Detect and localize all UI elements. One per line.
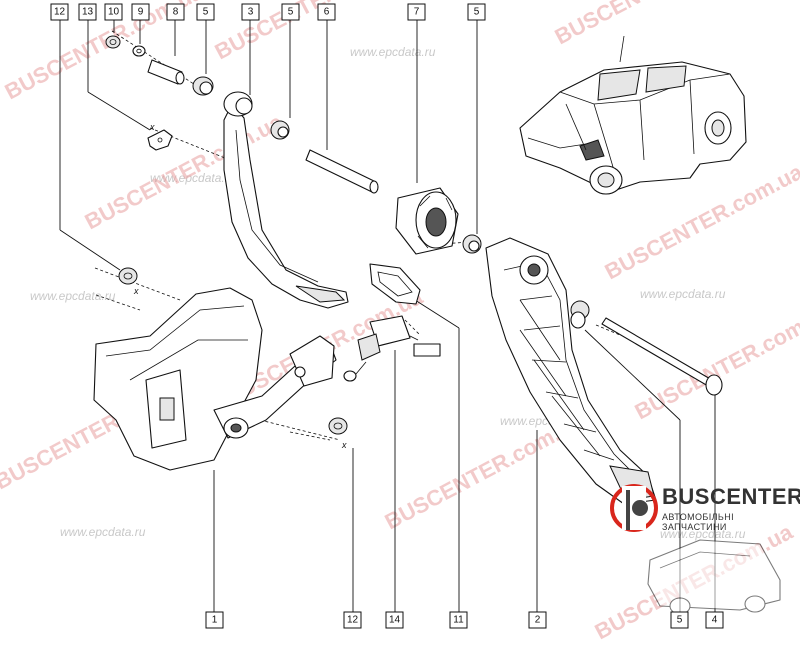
van-illustration <box>647 539 781 615</box>
nut-part-10 <box>105 35 121 49</box>
axis-x-mark: x <box>149 122 155 132</box>
watermark-grey: www.epcdata.ru <box>660 527 746 541</box>
callout-labels: 12 13 10 9 8 5 3 5 6 7 5 1 12 14 11 2 5 … <box>50 3 724 629</box>
pedal-pad-part-11 <box>369 263 421 305</box>
nut-part-12-lower <box>328 417 348 435</box>
connector-plug <box>409 335 441 357</box>
svg-text:10: 10 <box>108 7 120 18</box>
brand-logo-subtitle: АВТОМОБІЛЬНІ ЗАПЧАСТИНИ <box>662 512 735 532</box>
nut-part-12-upper <box>118 267 138 285</box>
brand-logo-text: BUSCENTER <box>662 484 800 509</box>
callout-11: 11 <box>449 611 468 629</box>
svg-text:5: 5 <box>288 7 294 18</box>
axis-x-mark: x <box>341 440 347 450</box>
svg-text:12: 12 <box>54 7 66 18</box>
callout-12: 12 <box>50 3 69 21</box>
callout-8: 8 <box>166 3 185 21</box>
svg-text:12: 12 <box>347 615 359 626</box>
svg-text:14: 14 <box>389 615 401 626</box>
svg-text:3: 3 <box>248 7 254 18</box>
svg-text:5: 5 <box>474 7 480 18</box>
callout-5: 5 <box>196 3 215 21</box>
callout-3: 3 <box>241 3 260 21</box>
callout-5: 5 <box>467 3 486 21</box>
buscenter-logo-mark <box>610 484 658 532</box>
clip-part-13 <box>147 129 173 151</box>
callout-12: 12 <box>343 611 362 629</box>
callout-5: 5 <box>281 3 300 21</box>
callout-13: 13 <box>78 3 97 21</box>
callout-1: 1 <box>205 611 224 629</box>
vehicle-thumbnail <box>519 35 747 195</box>
svg-text:1: 1 <box>212 615 218 626</box>
svg-text:2: 2 <box>535 615 541 626</box>
watermark-grey: www.epcdata.ru <box>30 289 116 303</box>
svg-text:5: 5 <box>203 7 209 18</box>
callout-5: 5 <box>670 611 689 629</box>
watermark-grey: www.epcdata.ru <box>150 171 236 185</box>
bushing-part-5-upper <box>192 76 214 96</box>
grey-watermarks: www.epcdata.ru www.epcdata.ru www.epcdat… <box>30 45 746 541</box>
callout-10: 10 <box>104 3 123 21</box>
washer-part-9 <box>132 45 146 57</box>
watermark-grey: www.epcdata.ru <box>350 45 436 59</box>
shaft-part-6 <box>305 149 379 194</box>
svg-text:4: 4 <box>712 615 718 626</box>
callout-4: 4 <box>705 611 724 629</box>
svg-text:9: 9 <box>138 7 144 18</box>
bushing-part-5-mid <box>270 120 290 140</box>
watermark-red: BUSCENTER.com.ua <box>551 0 758 49</box>
brake-pedal-part-2 <box>485 237 657 505</box>
pivot-bushing-part-7 <box>395 187 459 255</box>
svg-text:7: 7 <box>414 7 420 18</box>
watermark-grey: www.epcdata.ru <box>640 287 726 301</box>
pedal-bracket-part-1 <box>93 287 337 471</box>
watermark-grey: www.epcdata.ru <box>60 525 146 539</box>
sleeve-part-8 <box>147 59 185 85</box>
nut-part-5-lower <box>570 300 590 329</box>
leader-lines <box>59 20 716 612</box>
callout-2: 2 <box>528 611 547 629</box>
svg-text:6: 6 <box>324 7 330 18</box>
svg-text:11: 11 <box>453 615 464 626</box>
svg-text:13: 13 <box>82 7 94 18</box>
bushing-part-5-right <box>462 234 482 254</box>
bolt-part-4 <box>601 317 723 396</box>
callout-9: 9 <box>131 3 150 21</box>
svg-text:5: 5 <box>677 615 683 626</box>
svg-text:8: 8 <box>173 7 179 18</box>
axis-x-mark: x <box>133 286 139 296</box>
callout-6: 6 <box>317 3 336 21</box>
callout-7: 7 <box>407 3 426 21</box>
stop-switch-part-14 <box>343 315 411 382</box>
callout-14: 14 <box>385 611 404 629</box>
clutch-pedal-part-3 <box>223 91 349 309</box>
